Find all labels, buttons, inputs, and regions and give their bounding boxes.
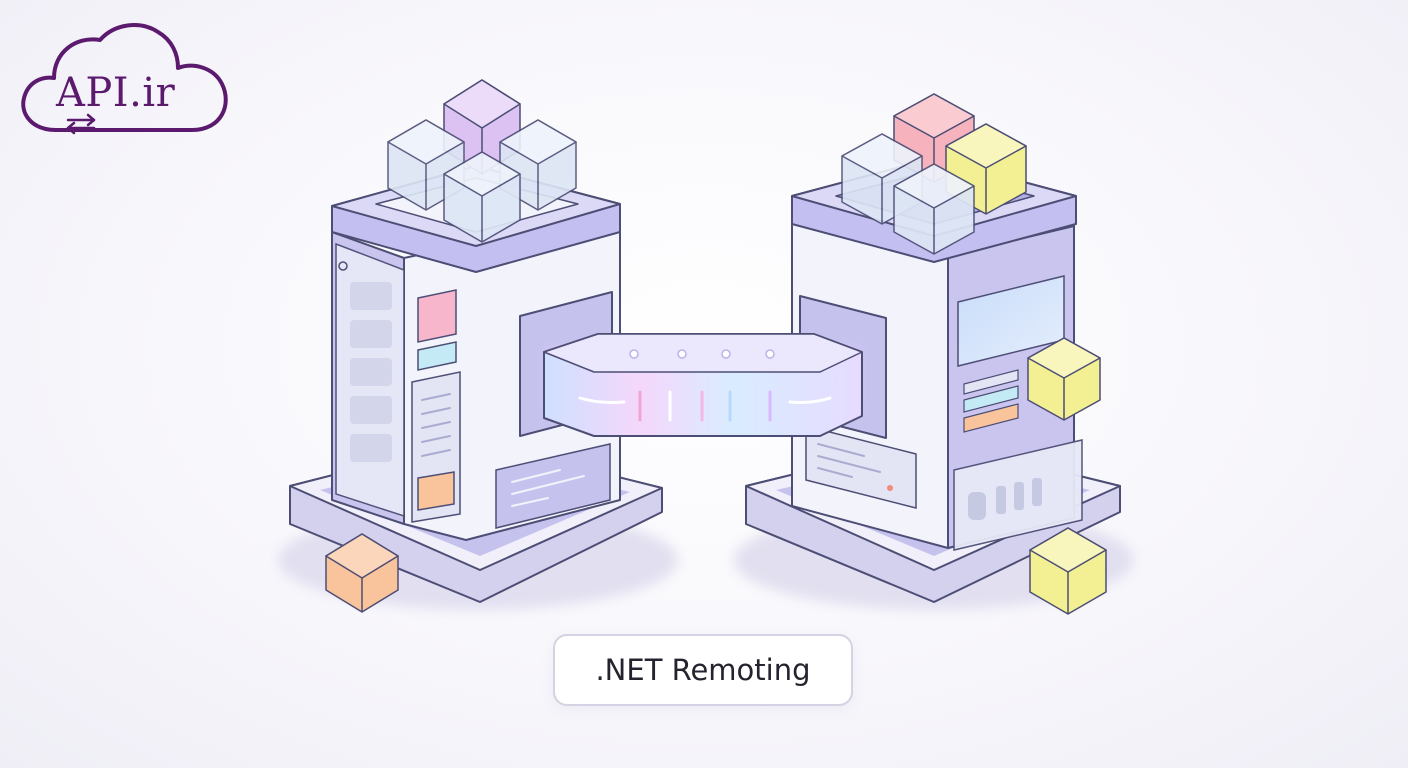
remote-server-node	[734, 93, 1134, 615]
display-lines	[817, 443, 881, 478]
channel-light-stripes	[578, 390, 832, 422]
remoting-channel	[519, 291, 887, 439]
data-cube-yellow-base	[1029, 527, 1107, 615]
data-cube-yellow-side	[1027, 337, 1101, 421]
data-cube-glass-front	[893, 163, 975, 255]
power-led-icon	[887, 485, 893, 491]
status-panel-cyan	[417, 341, 457, 371]
door-rack-slots	[350, 282, 392, 462]
status-panel-orange	[417, 471, 455, 511]
caption-label: .NET Remoting	[553, 634, 853, 706]
brand-name: API.ir	[56, 70, 176, 116]
status-panel-orange	[963, 403, 1019, 433]
cloud-exchange-icon	[21, 23, 228, 135]
status-panel-cyan	[963, 385, 1019, 413]
display-lines	[511, 469, 585, 507]
door-indicator-icon	[338, 261, 348, 271]
client-server-node	[278, 79, 678, 613]
channel-indicator-dots	[629, 349, 775, 359]
channel-tube-top	[543, 333, 863, 373]
brand-logo: API.ir	[18, 18, 234, 140]
drive-bay-slots	[968, 478, 1042, 520]
data-cube-orange	[325, 533, 399, 613]
server-display-panel	[495, 443, 611, 529]
data-cube-glass-front	[443, 151, 521, 243]
panel-lines	[421, 393, 451, 457]
status-panel-pink	[417, 289, 457, 343]
screen-bar	[963, 369, 1019, 395]
